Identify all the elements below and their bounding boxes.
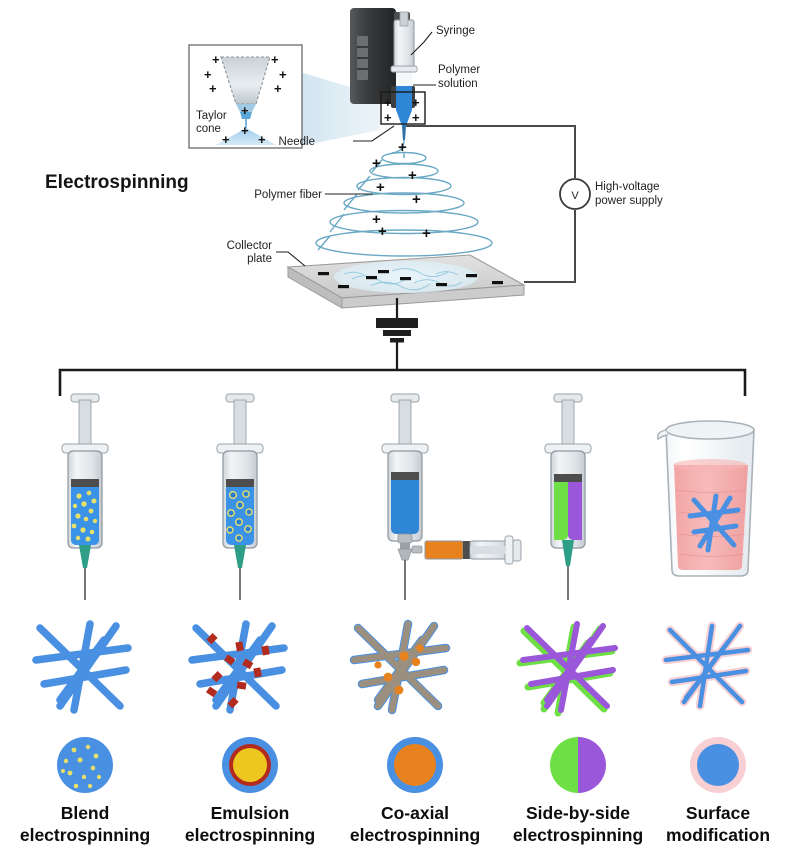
blend-syringe: [61, 393, 109, 600]
svg-text:+: +: [376, 179, 385, 196]
method-column-side-by-side: Side-by-side electrospinning: [513, 393, 643, 845]
polymer-fiber-jet: [315, 139, 493, 257]
coaxial-syringe-main: [381, 393, 429, 600]
svg-text:+: +: [274, 81, 282, 96]
page-title: Electrospinning: [45, 172, 189, 193]
label-syringe: Syringe: [436, 25, 475, 37]
svg-text:+: +: [222, 132, 230, 147]
svg-text:+: +: [204, 67, 212, 82]
caption-emulsion-line1: Emulsion: [211, 803, 290, 823]
label-polymer-solution-line1: Polymer: [438, 64, 480, 76]
emulsion-core-blocks: [206, 633, 270, 709]
caption-emulsion-line2: electrospinning: [185, 825, 315, 845]
surface-beaker: [656, 420, 755, 577]
svg-text:+: +: [412, 95, 420, 110]
coaxial-cross-section: [387, 737, 443, 793]
caption-sbs-line2: electrospinning: [513, 825, 643, 845]
svg-text:+: +: [372, 211, 381, 228]
svg-text:+: +: [271, 52, 279, 67]
label-collector-plate-line2: plate: [247, 253, 272, 265]
taylor-cone-label-line1: Taylor: [196, 110, 227, 122]
label-needle: Needle: [279, 136, 315, 148]
label-polymer-solution-line2: solution: [438, 78, 478, 90]
emulsion-cross-section: [222, 737, 278, 793]
blend-fiber-mesh: [32, 620, 132, 714]
svg-text:+: +: [408, 167, 417, 184]
beaker-fiber-mesh: [687, 493, 741, 553]
blend-particles: [71, 490, 98, 542]
svg-text:+: +: [241, 103, 249, 118]
caption-sbs-line1: Side-by-side: [526, 803, 630, 823]
emulsion-fiber-mesh: [188, 620, 288, 714]
label-power-supply-line1: High-voltage: [595, 181, 660, 193]
ground-symbol: [376, 298, 418, 370]
sbs-syringe: [544, 393, 592, 600]
caption-coaxial-line2: electrospinning: [350, 825, 480, 845]
sbs-cross-section: [550, 737, 606, 793]
plate-negative-charges: [318, 270, 503, 289]
surface-cross-section: [690, 737, 746, 793]
caption-coaxial-line1: Co-axial: [381, 803, 449, 823]
emulsion-syringe: [216, 393, 264, 600]
svg-text:+: +: [422, 225, 431, 242]
surface-fiber-mesh: [661, 621, 753, 711]
svg-text:+: +: [212, 52, 220, 67]
method-column-surface: Surface modification: [656, 420, 770, 845]
taylor-cone-charges: + + + + + + + + + +: [204, 52, 287, 147]
caption-blend-line2: electrospinning: [20, 825, 150, 845]
method-column-emulsion: Emulsion electrospinning: [185, 393, 315, 845]
label-collector-plate-line1: Collector: [227, 240, 273, 252]
svg-text:+: +: [279, 67, 287, 82]
distribution-bracket: [58, 368, 747, 396]
needle-charges: + + + +: [384, 95, 420, 125]
caption-surface-line2: modification: [666, 825, 770, 845]
voltmeter-icon: [559, 178, 591, 210]
sbs-fiber-mesh: [516, 621, 618, 717]
svg-text:+: +: [384, 95, 392, 110]
method-column-blend: Blend electrospinning: [20, 393, 150, 845]
hv-circuit: V: [406, 125, 591, 283]
svg-text:+: +: [384, 110, 392, 125]
needle-charge-box: [380, 91, 426, 125]
svg-text:+: +: [241, 123, 249, 138]
voltmeter-label: V: [571, 190, 579, 202]
svg-text:+: +: [209, 81, 217, 96]
caption-surface-line1: Surface: [686, 803, 750, 823]
apparatus-labels: Syringe Polymer solution Needle Polymer …: [227, 25, 663, 267]
svg-text:+: +: [378, 223, 387, 240]
jet-charges: + + + + + + + +: [372, 139, 431, 242]
taylor-cone-label-line2: cone: [196, 123, 221, 135]
taylor-cone-inset: + + + + + + + + + + Taylor cone: [188, 44, 303, 149]
svg-text:+: +: [412, 191, 421, 208]
blend-cross-section: [57, 737, 113, 793]
coaxial-fiber-mesh: [349, 619, 451, 715]
label-power-supply-line2: power supply: [595, 195, 663, 207]
svg-text:+: +: [258, 132, 266, 147]
svg-text:+: +: [412, 110, 420, 125]
coaxial-core-nodes: [374, 644, 424, 695]
svg-text:+: +: [398, 139, 407, 156]
emulsion-droplets: [226, 490, 253, 542]
caption-blend-line1: Blend: [61, 803, 110, 823]
coaxial-syringe-side: [411, 535, 522, 565]
collector-plate: [286, 254, 526, 309]
method-column-coaxial: Co-axial electrospinning: [349, 393, 522, 845]
label-polymer-fiber: Polymer fiber: [254, 189, 322, 201]
svg-text:+: +: [372, 155, 381, 172]
